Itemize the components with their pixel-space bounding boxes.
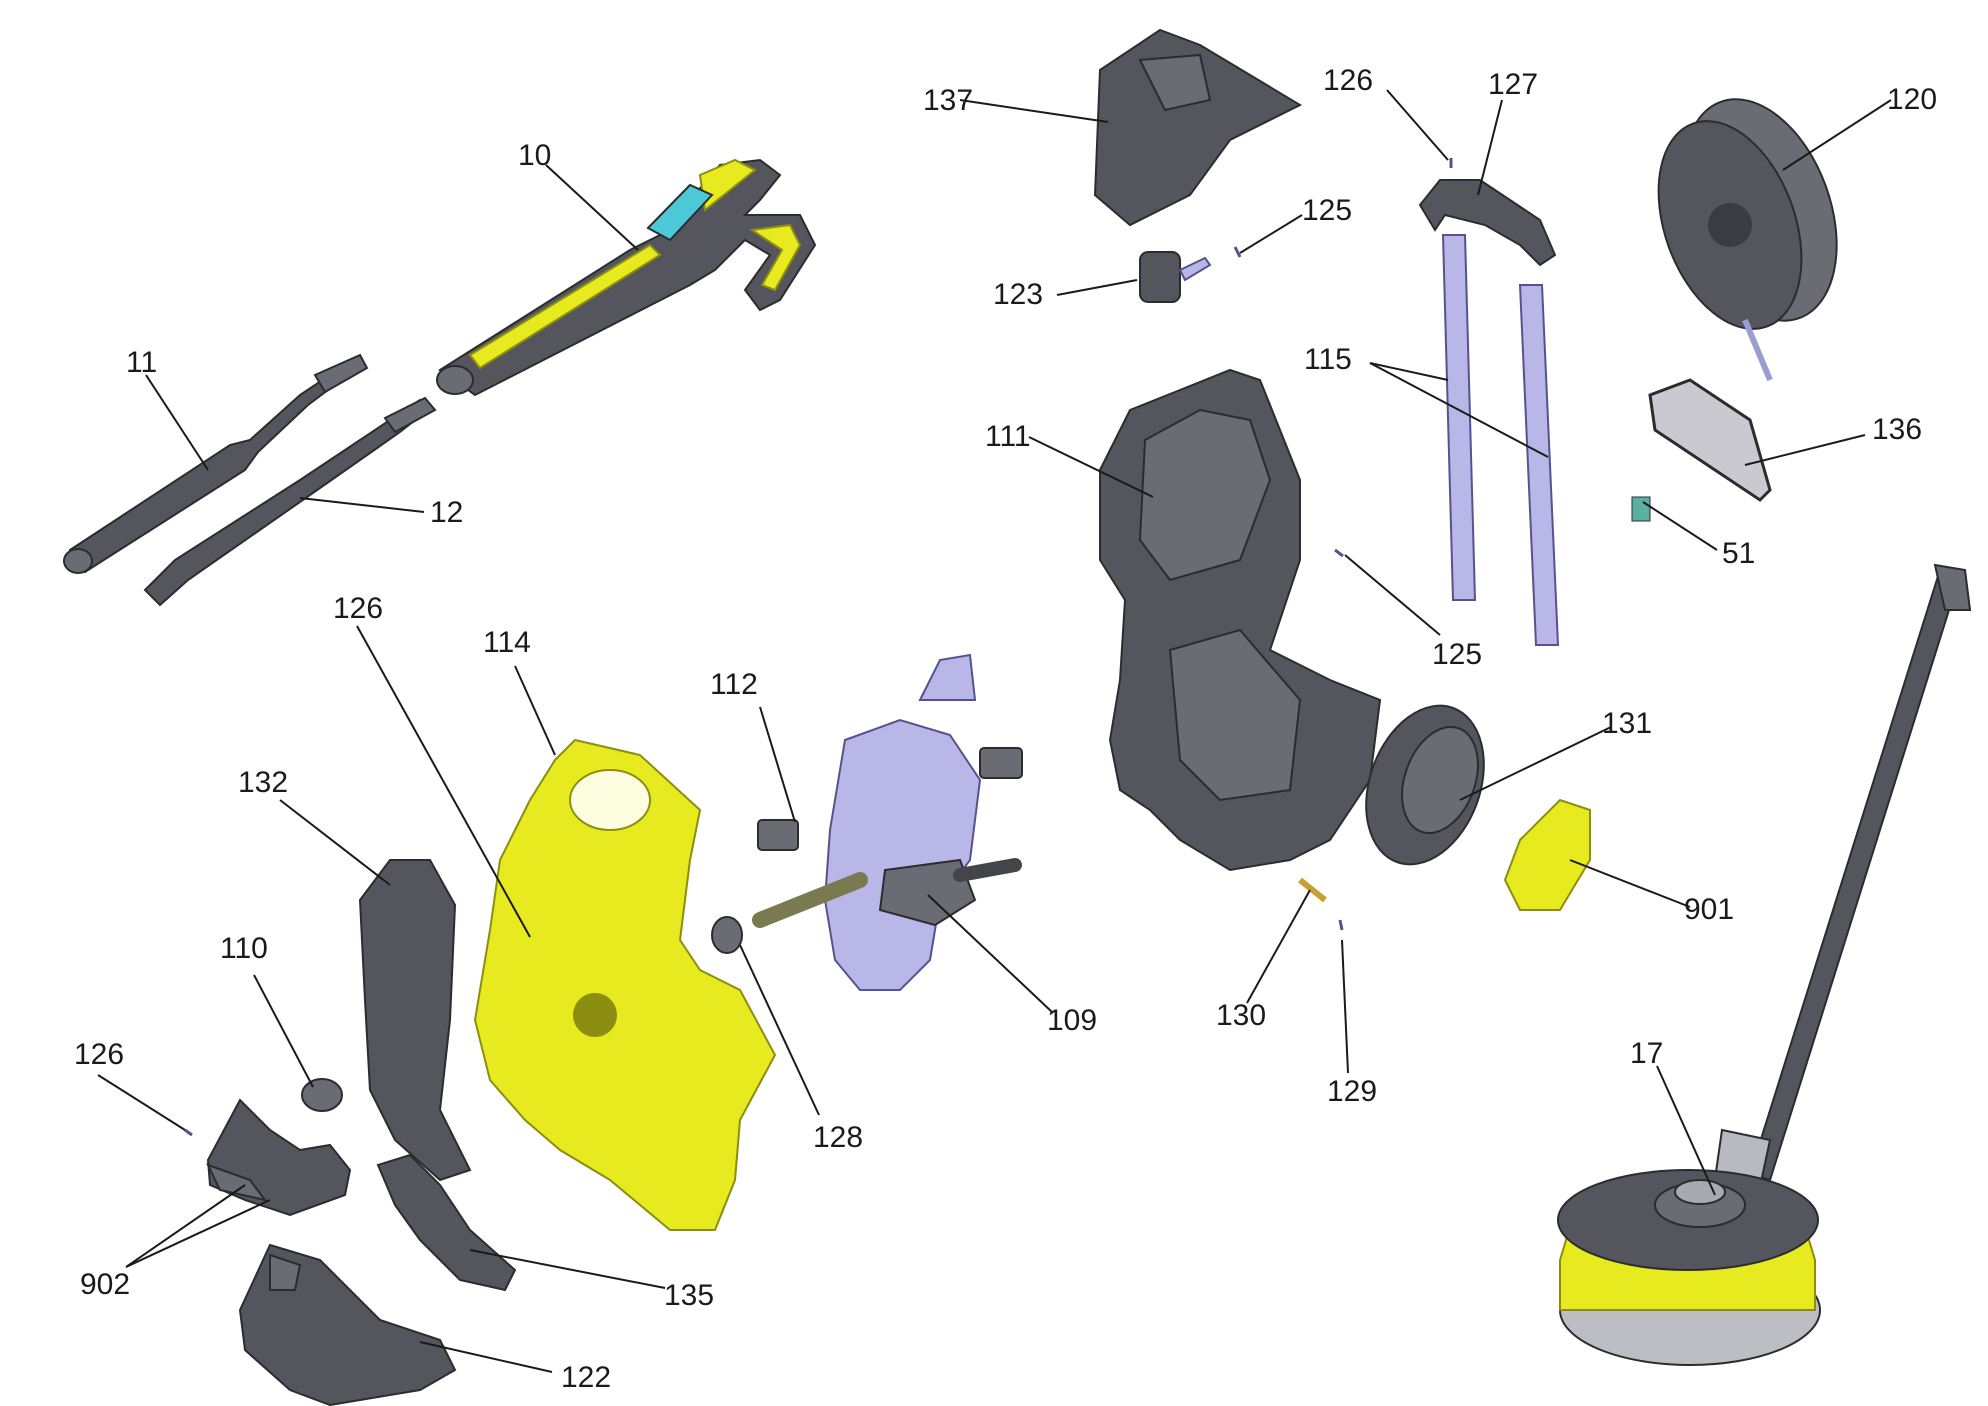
part-128-seal xyxy=(711,916,743,954)
part-902-base-cover xyxy=(206,1098,352,1217)
part-126-screw-left xyxy=(184,1128,193,1137)
label-130: 130 xyxy=(1216,999,1266,1032)
part-10-spray-gun xyxy=(436,158,817,397)
part-123-valve xyxy=(1139,251,1212,303)
label-902: 902 xyxy=(80,1268,130,1301)
label-122: 122 xyxy=(561,1361,611,1394)
part-901-hub-cap xyxy=(1503,798,1591,911)
part-132-side-panel xyxy=(358,859,472,1182)
part-17-surface-cleaner xyxy=(1557,563,1972,1366)
label-123: 123 xyxy=(993,278,1043,311)
label-12: 12 xyxy=(430,496,463,529)
label-110: 110 xyxy=(220,932,268,965)
leader-lines xyxy=(97,89,1892,1373)
label-109: 109 xyxy=(1047,1004,1097,1037)
label-137: 137 xyxy=(923,84,973,117)
part-136-filter xyxy=(1648,378,1772,502)
label-126-top: 126 xyxy=(1323,64,1373,97)
part-120-hose-reel xyxy=(1657,98,1838,382)
part-112-clips xyxy=(757,747,1023,851)
label-131: 131 xyxy=(1602,707,1652,740)
label-111: 111 xyxy=(985,420,1031,453)
part-125-pin-top xyxy=(1233,246,1242,258)
label-17: 17 xyxy=(1630,1037,1663,1070)
label-135: 135 xyxy=(664,1279,714,1312)
label-126-mid: 126 xyxy=(333,592,383,625)
label-126-left: 126 xyxy=(74,1038,124,1071)
part-135-cover xyxy=(376,1153,517,1292)
label-128: 128 xyxy=(813,1121,863,1154)
part-111-housing xyxy=(1099,368,1382,872)
part-12-lance xyxy=(143,396,437,607)
part-115-tubes xyxy=(1441,234,1560,646)
part-129-screw xyxy=(1338,919,1344,931)
part-127-handle xyxy=(1418,179,1557,267)
part-11-spray-lance xyxy=(63,353,369,574)
part-51-label xyxy=(1631,496,1651,522)
part-109-pump xyxy=(752,653,1022,991)
label-10: 10 xyxy=(518,139,551,172)
part-130-connector xyxy=(1298,877,1327,903)
label-901: 901 xyxy=(1684,893,1734,926)
label-114: 114 xyxy=(483,626,531,659)
part-labels: 10 11 12 17 51 109 110 111 112 114 115 1… xyxy=(74,64,1937,1394)
label-132: 132 xyxy=(238,766,288,799)
part-131-wheel xyxy=(1365,704,1485,866)
label-51: 51 xyxy=(1722,537,1755,570)
part-125-pin-mid xyxy=(1334,548,1344,558)
label-120: 120 xyxy=(1887,83,1937,116)
label-115: 115 xyxy=(1304,343,1352,376)
label-11: 11 xyxy=(126,346,157,379)
label-129: 129 xyxy=(1327,1075,1377,1108)
label-125-mid: 125 xyxy=(1432,638,1482,671)
part-137-container xyxy=(1093,28,1303,227)
label-136: 136 xyxy=(1872,413,1922,446)
label-112: 112 xyxy=(710,668,758,701)
part-122-bottom-tray xyxy=(238,1243,457,1406)
label-125-top: 125 xyxy=(1302,194,1352,227)
part-114-front-cover xyxy=(473,738,777,1231)
part-110-knob xyxy=(301,1078,343,1112)
label-127: 127 xyxy=(1488,68,1538,101)
